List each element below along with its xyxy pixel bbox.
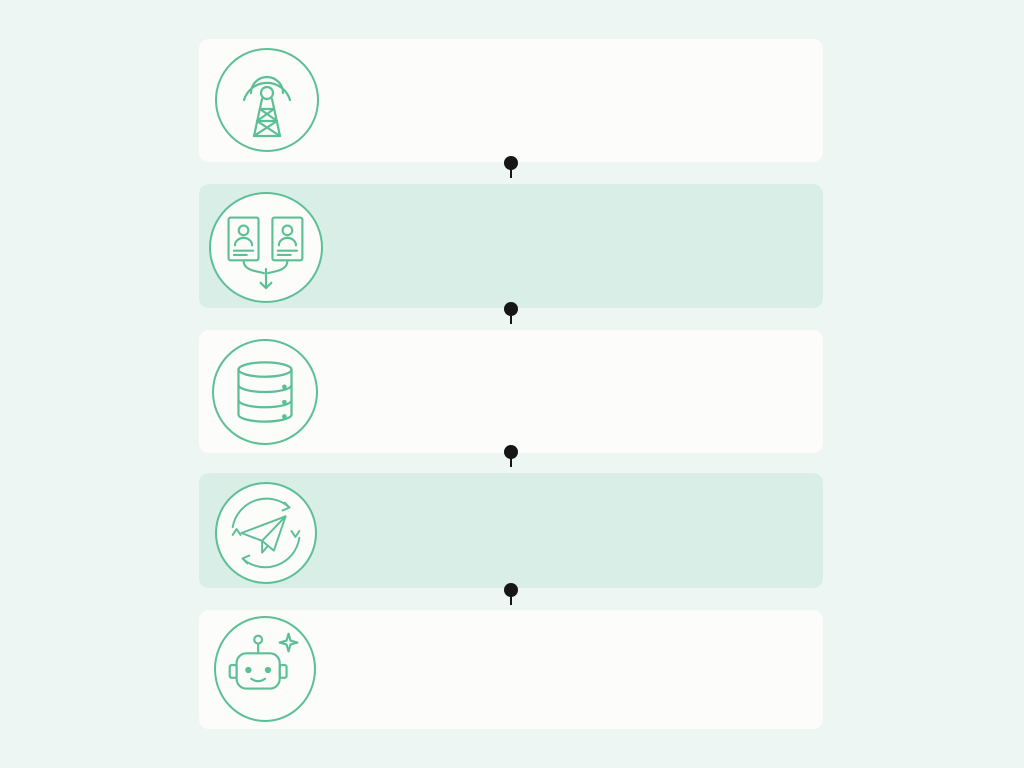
step-card-1 [199,39,823,162]
step-card-3 [199,330,823,453]
radio-tower-icon [215,48,319,152]
connector-3 [504,445,518,467]
connector-2 [504,302,518,324]
connector-dot [504,302,518,316]
paper-plane-cycle-icon [215,482,317,584]
step-card-5 [199,610,823,729]
step-card-4 [199,473,823,588]
connector-dot [504,583,518,597]
connector-dot [504,445,518,459]
robot-sparkle-icon [214,616,316,722]
step-card-2 [199,184,823,308]
connector-stem [510,595,512,605]
connector-4 [504,583,518,605]
connector-dot [504,156,518,170]
connector-stem [510,168,512,178]
connector-stem [510,457,512,467]
connector-1 [504,156,518,178]
database-icon [212,339,318,445]
connector-stem [510,314,512,324]
contact-cards-merge-icon [209,192,323,303]
